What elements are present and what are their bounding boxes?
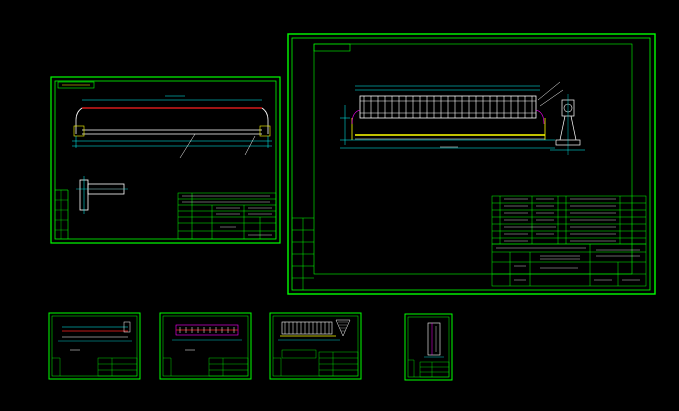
sheet-c[interactable]: [48, 312, 141, 380]
sheet-a-conveyor-elevation: [72, 95, 272, 159]
sheet-a-title-text: [182, 195, 272, 236]
sheet-d-inner-frame: [162, 315, 249, 377]
sheet-b-conveyor-elevation: [340, 81, 564, 149]
sheet-a-tag: [57, 81, 95, 89]
sheet-f-drawing: [424, 322, 444, 358]
sheet-b-title-text: [496, 247, 640, 281]
sheet-e-outer-frame: [269, 312, 362, 380]
sheet-c-drawing: [58, 321, 132, 351]
sheet-a-inner-frame: [54, 80, 277, 240]
sheet-b-inner-frame: [291, 37, 651, 291]
sheet-b-outer-frame: [287, 33, 656, 295]
sheet-b-parts-list: [491, 195, 647, 245]
sheet-c-inner-frame: [51, 315, 138, 377]
sheet-d-title-block: [163, 357, 249, 377]
sheet-a-detail-view: [76, 176, 128, 214]
sheet-b-drawing-frame: [313, 43, 633, 275]
sheet-c-outer-frame: [48, 312, 141, 380]
sheet-f[interactable]: [404, 313, 453, 381]
sheet-e-title-block: [273, 349, 359, 377]
sheet-f-outer-frame: [404, 313, 453, 381]
sheet-d-drawing: [172, 324, 242, 351]
sheet-b[interactable]: [287, 33, 656, 295]
sheet-a[interactable]: [50, 76, 281, 244]
sheet-a-margin-cells: [55, 190, 68, 239]
sheet-a-outer-frame: [50, 76, 281, 244]
sheet-e-inner-frame: [272, 315, 359, 377]
sheet-b-margin-cells: [292, 217, 314, 290]
sheet-b-title-block: [491, 243, 647, 287]
sheet-b-end-support-view: [550, 94, 585, 155]
sheet-e-drawing: [278, 319, 351, 341]
sheet-f-title-block: [408, 359, 450, 378]
sheet-b-parts-list-text: [504, 198, 616, 242]
sheet-c-title-block: [52, 357, 138, 377]
sheet-a-title-block: [177, 192, 277, 240]
sheet-e[interactable]: [269, 312, 362, 380]
sheet-d-outer-frame: [159, 312, 252, 380]
sheet-d[interactable]: [159, 312, 252, 380]
